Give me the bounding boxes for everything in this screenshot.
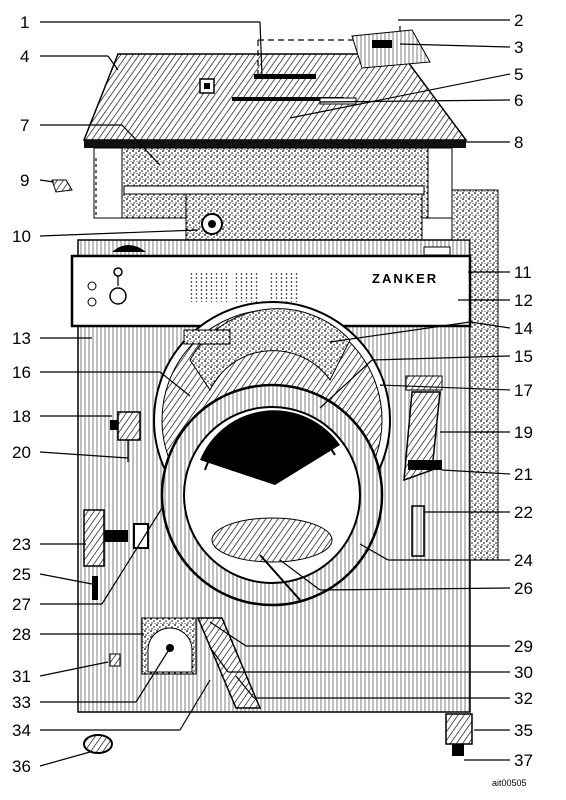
foot-pad-35 bbox=[445, 713, 473, 756]
lid-part-outline bbox=[257, 26, 431, 76]
callout-1: 1 bbox=[20, 13, 29, 32]
callout-13: 13 bbox=[12, 329, 31, 348]
small-part-31 bbox=[109, 653, 121, 667]
callout-14: 14 bbox=[514, 319, 533, 338]
callout-4: 4 bbox=[20, 47, 29, 66]
callout-25: 25 bbox=[12, 565, 31, 584]
callout-9: 9 bbox=[20, 171, 29, 190]
callout-28: 28 bbox=[12, 625, 31, 644]
callout-31: 31 bbox=[12, 667, 31, 686]
upper-cavity bbox=[93, 147, 453, 243]
callout-16: 16 bbox=[12, 363, 31, 382]
callout-36: 36 bbox=[12, 757, 31, 776]
callout-2: 2 bbox=[514, 11, 523, 30]
callout-30: 30 bbox=[514, 663, 533, 682]
foot-36 bbox=[83, 734, 113, 754]
callout-18: 18 bbox=[12, 407, 31, 426]
callout-20: 20 bbox=[12, 443, 31, 462]
callout-15: 15 bbox=[514, 347, 533, 366]
leader-lines bbox=[39, 19, 511, 767]
door-lock bbox=[110, 411, 141, 462]
callout-22: 22 bbox=[514, 503, 533, 522]
callout-35: 35 bbox=[514, 721, 533, 740]
callout-33: 33 bbox=[12, 693, 31, 712]
door-catch bbox=[411, 505, 425, 557]
callout-27: 27 bbox=[12, 595, 31, 614]
callout-34: 34 bbox=[12, 721, 31, 740]
callout-37: 37 bbox=[514, 751, 533, 770]
callout-19: 19 bbox=[514, 423, 533, 442]
callout-10: 10 bbox=[12, 227, 31, 246]
callout-labels: 1 2 3 4 5 6 7 8 9 10 11 12 13 14 15 16 1… bbox=[12, 11, 533, 776]
small-clip-25 bbox=[92, 576, 98, 600]
small-bracket-9 bbox=[51, 179, 73, 193]
callout-11: 11 bbox=[514, 263, 532, 282]
callout-6: 6 bbox=[514, 91, 523, 110]
door-ring bbox=[160, 383, 384, 607]
lid-top-panel bbox=[82, 53, 468, 148]
callout-32: 32 bbox=[514, 689, 533, 708]
drawing-code: ait00505 bbox=[492, 778, 527, 788]
callout-26: 26 bbox=[514, 579, 533, 598]
callout-23: 23 bbox=[12, 535, 31, 554]
callout-24: 24 bbox=[514, 551, 533, 570]
filter-access-area bbox=[141, 617, 197, 675]
callout-29: 29 bbox=[514, 637, 533, 656]
callout-17: 17 bbox=[514, 381, 533, 400]
door-handle bbox=[83, 509, 149, 567]
brand-label: ZANKER bbox=[372, 271, 438, 286]
callout-7: 7 bbox=[20, 116, 29, 135]
callout-21: 21 bbox=[514, 465, 533, 484]
callout-8: 8 bbox=[514, 133, 523, 152]
callout-12: 12 bbox=[514, 291, 533, 310]
callout-5: 5 bbox=[514, 65, 523, 84]
callout-3: 3 bbox=[514, 38, 523, 57]
